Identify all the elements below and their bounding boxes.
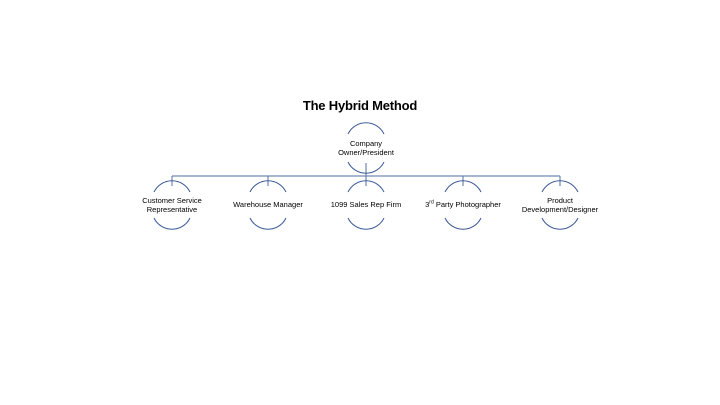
- child-node-shape-3: [347, 180, 385, 230]
- child-node-label-3: 1099 Sales Rep Firm: [316, 200, 416, 209]
- child-2-line1: Warehouse Manager: [233, 200, 303, 209]
- child-3-line1: 1099 Sales Rep Firm: [330, 200, 402, 209]
- child-node-label-1: Customer Service Representative: [122, 196, 222, 214]
- child-4-line1: 3rd Party Photographer: [413, 200, 513, 209]
- diagram-title: The Hybrid Method: [302, 98, 418, 113]
- child-1-line1: Customer Service: [142, 196, 202, 205]
- root-label-line1: Company: [349, 139, 383, 148]
- child-node-label-4: 3rd Party Photographer: [413, 200, 513, 209]
- child-1-line2: Representative: [146, 205, 198, 214]
- root-node-label: Company Owner/President: [316, 139, 416, 157]
- child-5-line1: Product: [547, 196, 573, 205]
- child-4-rest: Party Photographer: [433, 200, 501, 209]
- child-node-shape-2: [249, 180, 287, 230]
- child-node-shape-4: [444, 180, 482, 230]
- child-5-line2: Development/Designer: [521, 205, 599, 214]
- connector-lines: [171, 163, 561, 186]
- root-label-line2: Owner/President: [338, 148, 394, 157]
- child-node-label-5: Product Development/Designer: [510, 196, 610, 214]
- child-4-ordinal-suffix: rd: [429, 199, 434, 206]
- child-node-shape-1: [153, 180, 191, 230]
- child-node-label-2: Warehouse Manager: [218, 200, 318, 209]
- root-node-shape: [347, 122, 385, 174]
- child-4-ordinal: 3: [425, 200, 430, 209]
- child-node-shape-5: [541, 180, 579, 230]
